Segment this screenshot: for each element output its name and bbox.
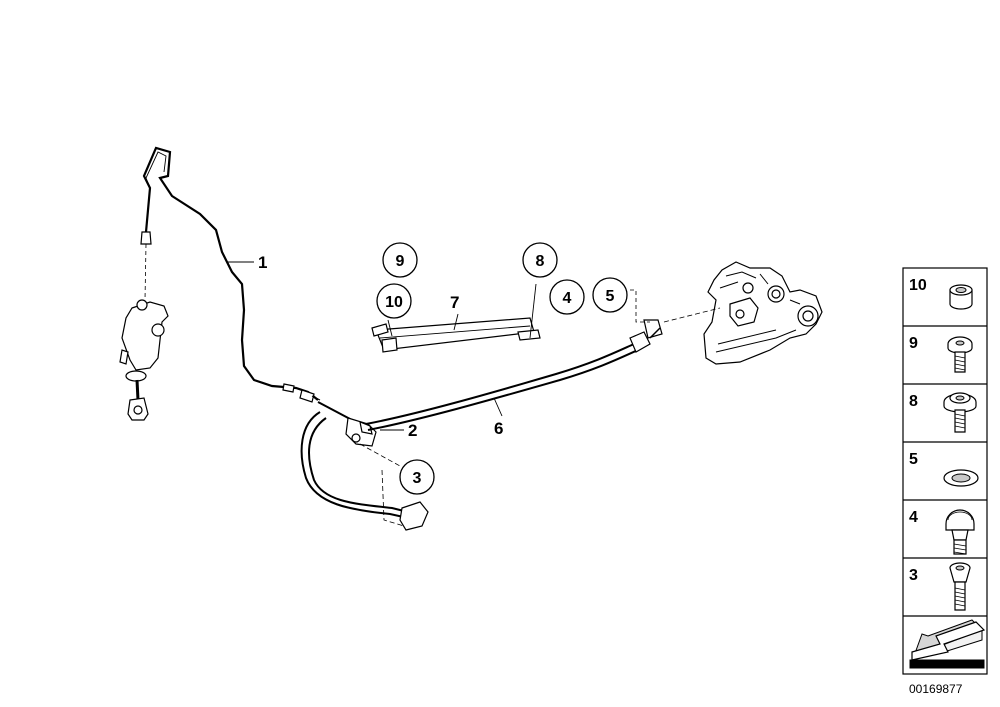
panel-label-5: 5 <box>909 451 918 468</box>
callout-circle-10: 10 <box>376 283 412 319</box>
callout-circle-4: 4 <box>549 279 585 315</box>
callout-7: 7 <box>450 293 459 312</box>
callout-2: 2 <box>408 421 417 440</box>
callout-circle-8: 8 <box>522 242 558 278</box>
diagram-reference-number: 00169877 <box>909 682 963 696</box>
bushing-icon <box>949 284 973 310</box>
panel-label-10: 10 <box>909 277 927 294</box>
screw-icon <box>947 336 973 373</box>
collar-screw-icon <box>943 392 977 433</box>
panel-label-8: 8 <box>909 393 918 410</box>
callout-6: 6 <box>494 419 503 438</box>
callout-9: 9 <box>396 253 405 270</box>
callouts: 1 2 6 7 3 9 10 8 4 5 <box>258 242 628 495</box>
master-cylinder <box>119 231 169 421</box>
callout-3: 3 <box>413 470 422 487</box>
callout-circle-5: 5 <box>592 277 628 313</box>
panel-label-3: 3 <box>909 567 918 584</box>
leader-lines <box>228 261 721 527</box>
brake-caliper <box>703 261 823 365</box>
brake-line-1 <box>142 146 321 403</box>
hose-guide-7 <box>371 317 541 353</box>
callout-circle-9: 9 <box>382 242 418 278</box>
callout-8: 8 <box>536 253 545 270</box>
parts-panel: 10 9 8 5 4 <box>902 267 988 675</box>
callout-10: 10 <box>385 294 403 311</box>
panel-label-4: 4 <box>909 509 918 526</box>
brake-hose-6 <box>300 319 663 531</box>
direction-arrow-icon <box>909 619 986 669</box>
callout-5: 5 <box>606 288 615 305</box>
callout-circle-3: 3 <box>399 459 435 495</box>
sealing-ring-icon <box>943 469 979 487</box>
banjo-bolt-icon <box>945 509 975 555</box>
callout-1: 1 <box>258 253 267 272</box>
panel-label-9: 9 <box>909 335 918 352</box>
junction-block-2 <box>317 401 377 447</box>
callout-4: 4 <box>563 290 572 307</box>
torx-bolt-icon <box>949 562 971 611</box>
